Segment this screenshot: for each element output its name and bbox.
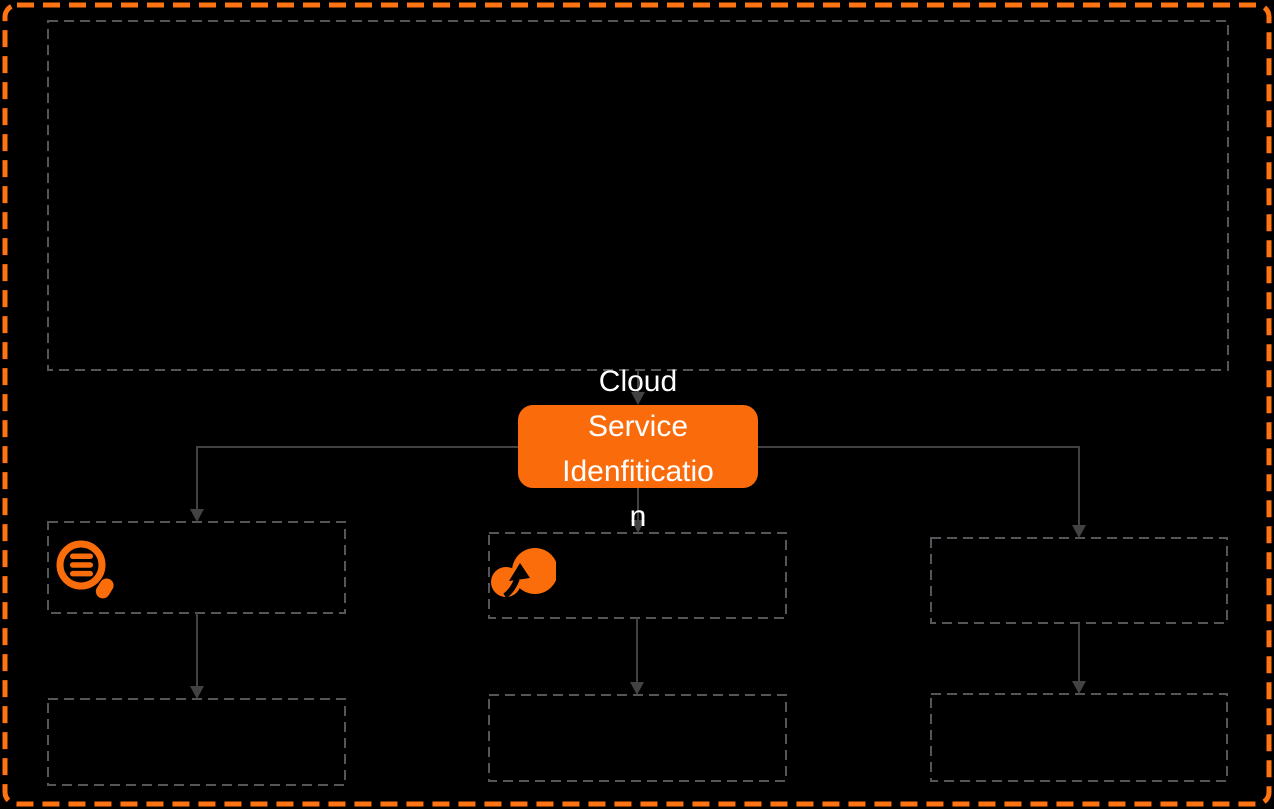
arrowhead-icon [1072,681,1086,694]
right-box-row2 [930,693,1228,782]
left-box-row2 [47,698,346,786]
magnifier-lens [56,540,106,590]
arrowhead-icon [1072,525,1086,538]
top-group-box [47,20,1229,371]
arrowhead-icon [190,509,204,522]
connector-node-to-left [196,446,518,509]
arrowhead-icon [631,392,645,405]
right-box-row1 [930,537,1228,624]
arrowhead-icon [630,682,644,695]
cloud-big-lobe [512,548,558,594]
cloud-upload-icon [490,544,558,604]
arrowhead-icon [190,686,204,699]
list-line [70,562,93,568]
arrowhead-icon [631,520,645,533]
middle-box-row2 [488,694,787,782]
list-line [70,570,93,577]
up-arrow-tail [503,578,520,599]
log-search-icon-art [56,540,114,599]
magnifier-handle [95,578,114,599]
cloud-service-identification-node [518,405,758,488]
cloud-upload-icon-art [491,548,558,599]
list-line [70,553,93,559]
connector-node-to-right [758,446,1080,525]
connectors [190,370,1086,699]
up-arrow-head [509,563,530,581]
log-search-icon [54,538,118,604]
